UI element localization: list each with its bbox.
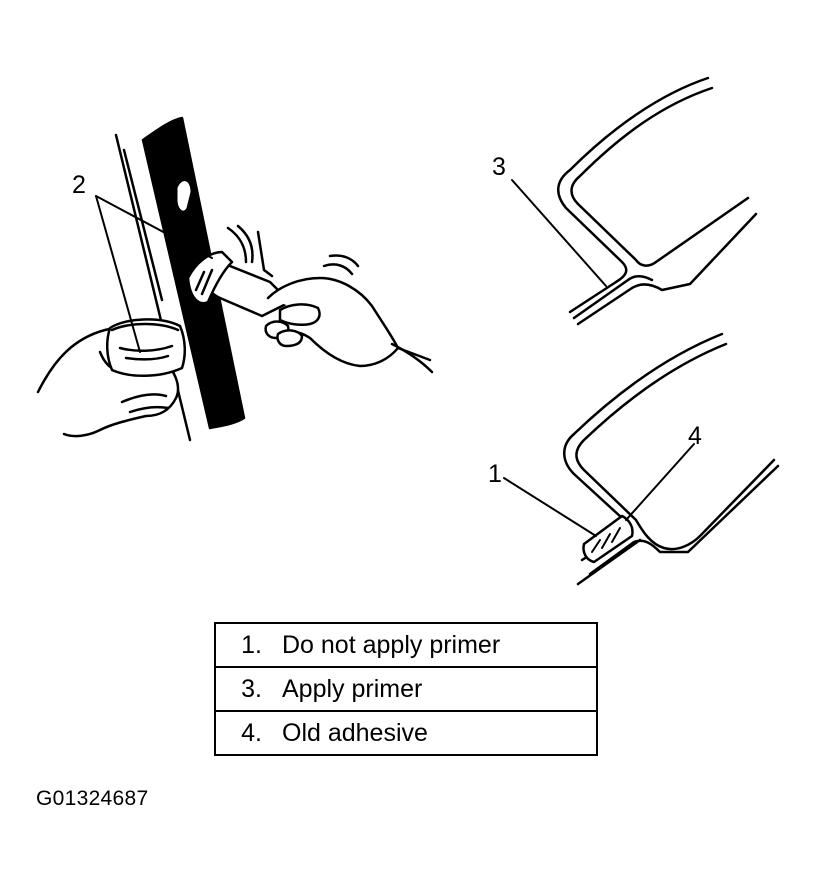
motion-line [236,224,254,264]
old-adhesive-hatch [591,539,601,553]
motion-line [226,226,248,264]
motion-line [322,263,354,276]
legend-cell: 4. Old adhesive [214,710,598,756]
flange-edge [576,212,758,326]
callout-4-label: 4 [688,422,702,450]
motion-line [256,230,274,278]
legend-text: Old adhesive [282,718,428,747]
cross-section-do-not-apply [503,332,780,586]
body-panel-inner [570,86,750,267]
glass-edge [572,275,654,320]
callout-2-label: 2 [72,171,86,199]
callout-2-leader [95,195,213,259]
legend-table: 1. Do not apply primer 3. Apply primer 4. O… [214,622,598,756]
legend-row: 1. Do not apply primer [214,622,598,668]
legend-row: 4. Old adhesive [214,710,598,756]
pillar-highlight [177,181,191,211]
left-hand-finger [128,405,170,414]
primer-cup-line [124,354,170,361]
callout-4-leader [625,443,695,521]
legend-number: 3. [241,674,262,703]
cross-section-apply-primer [511,76,758,326]
legend-text: Apply primer [282,674,423,703]
applicator-bristle-line [194,270,206,292]
primer-application-illustration [36,116,434,442]
legend-row: 3. Apply primer [214,666,598,712]
old-adhesive-hatch [601,533,611,549]
legend-number: 4. [241,718,262,747]
callout-1-leader [503,477,597,537]
flange-edge [588,464,780,576]
primer-cup-line [118,344,174,352]
left-hand-finger [120,393,168,404]
motion-line [328,254,360,268]
primer-cup [106,318,186,378]
old-adhesive-hatch [611,527,621,543]
legend-cell: 3. Apply primer [214,666,598,712]
applicator-bristle-line [200,268,214,296]
right-wrist-cuff [390,342,434,374]
body-panel-inner [575,342,776,551]
right-hand-finger [278,303,321,327]
legend-cell: 1. Do not apply primer [214,622,598,668]
window-frame-inner-edge [122,148,164,302]
callout-3-label: 3 [492,153,506,181]
legend-text: Do not apply primer [282,630,501,659]
right-hand-finger [276,329,304,348]
primer-cup-rim [110,322,180,332]
legend-number: 1. [241,630,262,659]
callout-1-label: 1 [488,460,502,488]
figure-id: G01324687 [36,787,149,810]
callout-2-leader [95,195,141,353]
glass-edge [576,538,642,586]
callout-3-leader [511,179,607,287]
body-panel-outer [557,76,710,314]
